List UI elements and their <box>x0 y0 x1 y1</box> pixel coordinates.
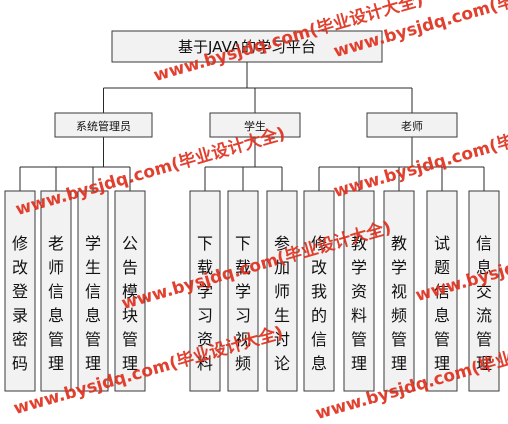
leaf-node: 下载学习视频 <box>227 190 259 392</box>
group-label-student: 学生 <box>244 119 266 133</box>
leaf-node: 修改登录密码 <box>4 190 36 392</box>
leaf-label: 教学资料管理 <box>351 234 367 373</box>
leaf-label: 学生信息管理 <box>85 234 101 373</box>
leaf-nodes: 修改登录密码 老师信息管理 学生信息管理 公告模块管理 下载学习资料 下载学习视频 参加师生… <box>4 190 500 392</box>
connector-lines <box>19 62 485 191</box>
leaf-label: 教学视频管理 <box>391 234 407 373</box>
leaf-node: 下载学习资料 <box>189 190 221 392</box>
root-node: 基于JAVA的学习平台 <box>111 30 383 63</box>
leaf-node: 学生信息管理 <box>77 190 109 392</box>
group-node-teacher: 老师 <box>366 112 458 138</box>
group-node-admin: 系统管理员 <box>54 112 153 138</box>
leaf-node: 公告模块管理 <box>114 190 146 392</box>
leaf-label: 老师信息管理 <box>48 234 64 373</box>
group-label-teacher: 老师 <box>401 120 423 133</box>
leaf-label: 信息交流管理 <box>476 234 492 373</box>
leaf-label: 下载学习视频 <box>235 234 251 373</box>
group-label-admin: 系统管理员 <box>76 119 131 133</box>
leaf-node: 老师信息管理 <box>40 190 72 392</box>
leaf-label: 参加师生讨论 <box>274 234 290 373</box>
leaf-node: 教学资料管理 <box>343 190 375 392</box>
leaf-label: 修改我的信息 <box>311 234 327 373</box>
leaf-label: 公告模块管理 <box>122 234 138 373</box>
leaf-node: 修改我的信息 <box>303 190 335 392</box>
leaf-node: 信息交流管理 <box>468 190 500 392</box>
root-label: 基于JAVA的学习平台 <box>178 38 316 56</box>
leaf-node: 教学视频管理 <box>383 190 415 392</box>
leaf-label: 下载学习资料 <box>197 234 213 373</box>
leaf-label: 修改登录密码 <box>12 234 28 373</box>
group-node-student: 学生 <box>209 112 301 138</box>
leaf-node: 参加师生讨论 <box>266 190 298 392</box>
leaf-label: 试题信息管理 <box>434 234 450 373</box>
leaf-node: 试题信息管理 <box>426 190 458 392</box>
